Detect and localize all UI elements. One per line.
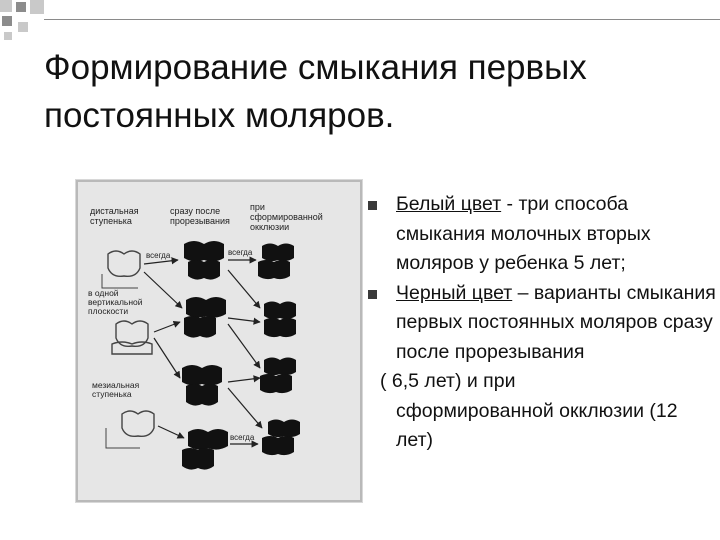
top-rule	[44, 19, 720, 20]
slide-title: Формирование смыкания первых постоянных …	[44, 44, 694, 140]
header-distal-step: дистальная ступенька	[90, 206, 141, 226]
black-molars-column-right	[258, 244, 300, 456]
bullet-square-icon	[368, 201, 377, 210]
header-after-eruption: сразу после прорезывания	[170, 206, 230, 226]
header-formed-occlusion: при сформированной окклюзии	[250, 202, 325, 232]
bullet-lead: Черный цвет	[396, 282, 512, 304]
bullet-white-color: Белый цвет - три способа смыкания молочн…	[364, 190, 716, 279]
header-distal-line1: дистальная	[90, 206, 139, 216]
black-molars-column-middle	[182, 241, 228, 470]
diagram-arrows	[144, 260, 262, 444]
corner-square-6	[4, 32, 12, 40]
label-vertical-plane: в одной вертикальной плоскости	[88, 288, 145, 316]
corner-square-3	[30, 0, 44, 14]
bullet-square-icon	[368, 290, 377, 299]
occlusion-diagram-photo: дистальная ступенька сразу после прорезы…	[78, 182, 360, 500]
white-molar-middle	[112, 321, 152, 354]
white-molar-top	[102, 251, 140, 288]
arrow-label-always-3: всегда	[230, 433, 255, 442]
occlusion-diagram: дистальная ступенька сразу после прорезы…	[78, 182, 360, 500]
header-distal-line2: ступенька	[90, 216, 132, 226]
label-mesial-step: мезиальная ступенька	[92, 380, 142, 399]
arrow-label-always-2: всегда	[228, 248, 253, 257]
bullet-continuation-occlusion: сформированной окклюзии (12 лет)	[396, 397, 716, 456]
bullet-lead: Белый цвет	[396, 193, 501, 215]
corner-square-2	[16, 2, 26, 12]
bullet-black-color: Черный цвет – варианты смыкания первых п…	[364, 279, 716, 456]
white-molar-bottom	[106, 411, 154, 448]
bullet-list: Белый цвет - три способа смыкания молочн…	[364, 190, 716, 456]
corner-square-4	[2, 16, 12, 26]
arrow-label-always-1: всегда	[146, 251, 171, 260]
bullet-continuation-age: ( 6,5 лет) и при	[380, 367, 716, 397]
corner-square-5	[18, 22, 28, 32]
corner-square-1	[0, 0, 12, 12]
